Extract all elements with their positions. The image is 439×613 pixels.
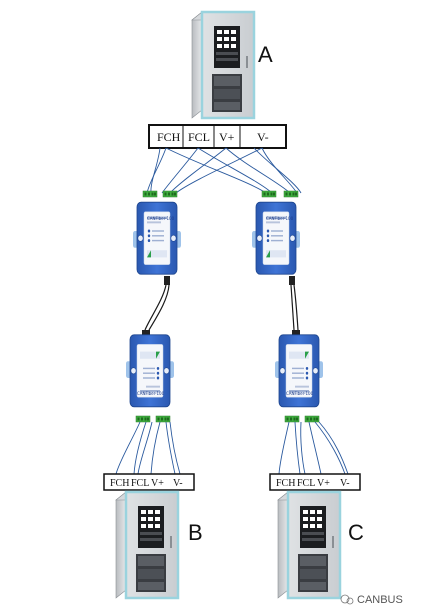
- cabinet-a: [190, 10, 256, 120]
- module-upper-right-model: CANFiber-100: [266, 216, 294, 221]
- top-wiring: [146, 147, 302, 194]
- cabinet-b: [114, 490, 180, 600]
- cabinet-a-label: A: [258, 42, 273, 67]
- cabinet-b-label: B: [188, 520, 203, 545]
- terminal-br-vplus: V+: [317, 478, 330, 489]
- terminal-block-bottom-right: FCH FCL V+ V-: [269, 473, 361, 491]
- module-lower-left-model: CANFiber-100: [137, 391, 165, 396]
- terminal-bl-fcl: FCL: [131, 478, 149, 489]
- terminal-top-fcl: FCL: [188, 130, 210, 144]
- terminal-top-vplus: V+: [219, 130, 235, 144]
- terminal-top-vminus: V-: [257, 130, 269, 144]
- chat-icon: [340, 594, 350, 604]
- terminal-block-bottom-left: FCH FCL V+ V-: [103, 473, 195, 491]
- terminal-br-fcl: FCL: [297, 478, 315, 489]
- bottom-wiring: [115, 421, 349, 475]
- watermark: CANBUS: [340, 594, 403, 606]
- module-lower-right-model: CANFiber-100: [286, 391, 314, 396]
- terminal-bl-fch: FCH: [110, 478, 129, 489]
- terminal-top-fch: FCH: [157, 130, 181, 144]
- module-upper-left-model: CANFiber-100: [147, 216, 175, 221]
- cabinet-c: [276, 490, 342, 600]
- module-lower-right: CANFiber-100: [274, 334, 324, 423]
- module-upper-right: CANFiber-100: [251, 190, 301, 275]
- terminal-br-vminus: V-: [340, 478, 350, 489]
- module-lower-left: CANFiber-100: [125, 334, 175, 423]
- watermark-text: CANBUS: [357, 594, 403, 606]
- terminal-br-fch: FCH: [276, 478, 295, 489]
- cabinet-c-label: C: [348, 520, 364, 545]
- terminal-block-top: FCH FCL V+ V-: [148, 124, 287, 149]
- terminal-bl-vplus: V+: [151, 478, 164, 489]
- terminal-bl-vminus: V-: [173, 478, 183, 489]
- module-upper-left: CANFiber-100: [132, 190, 182, 275]
- fiber-links: [142, 276, 300, 340]
